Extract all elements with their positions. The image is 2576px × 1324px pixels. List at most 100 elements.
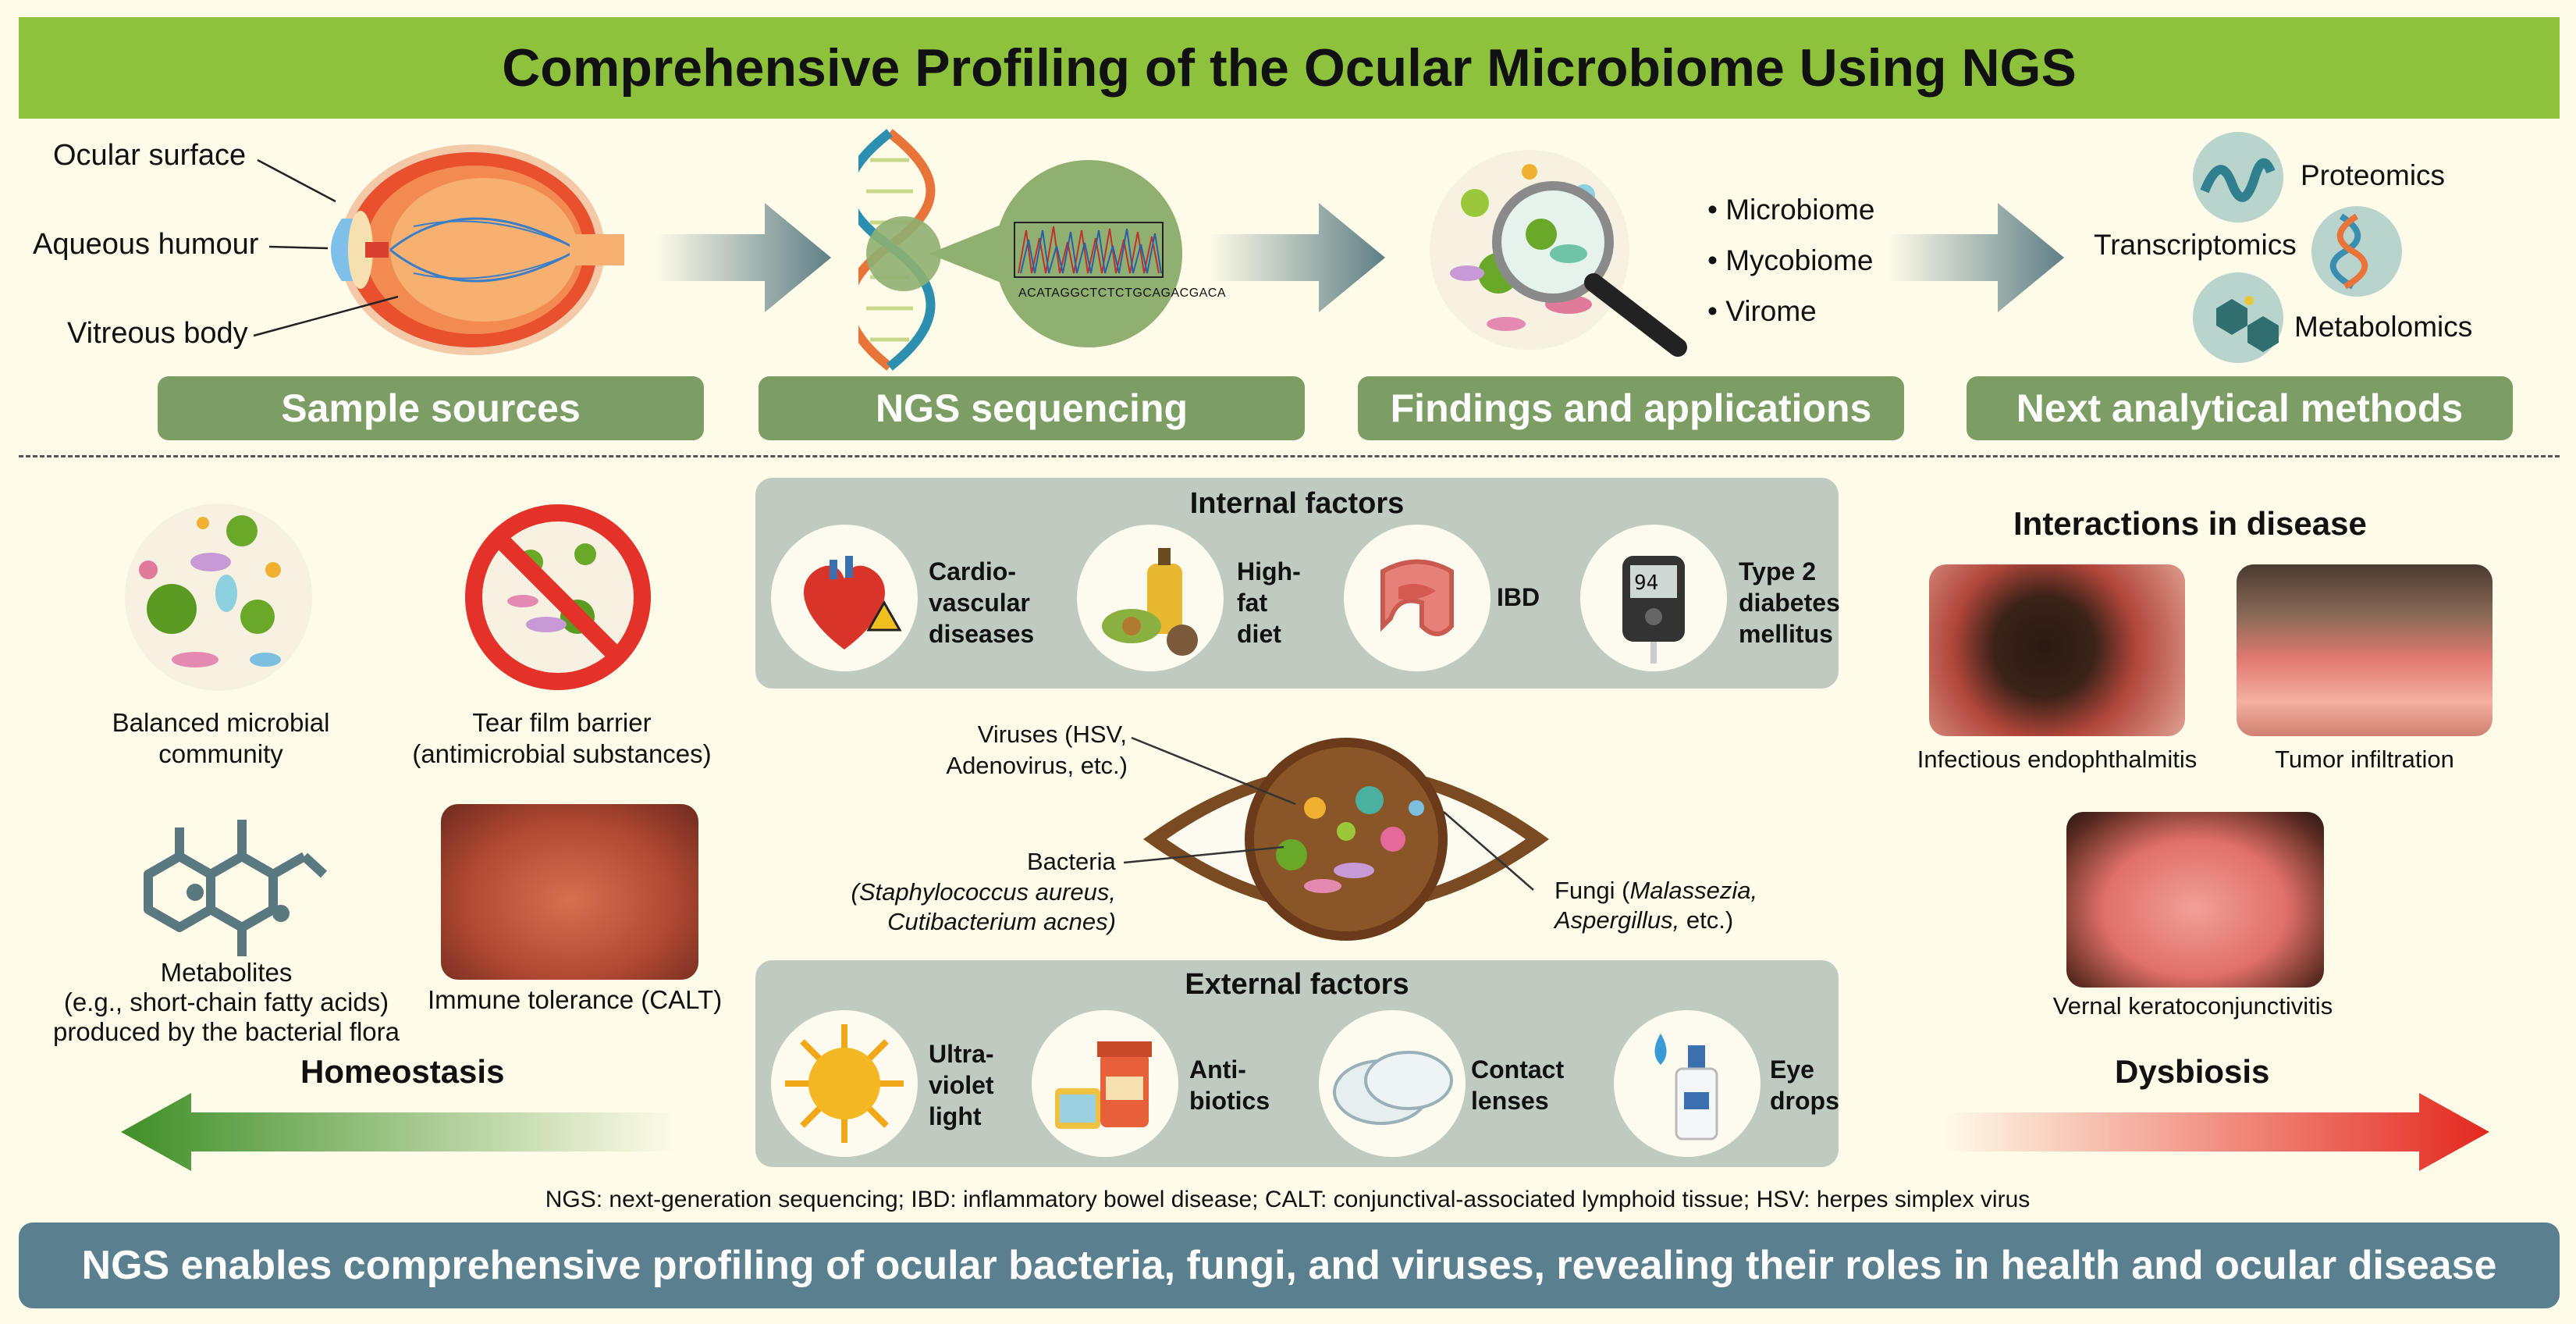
external-uv-line-3: light — [929, 1102, 982, 1130]
eye-anatomy-illustration — [331, 144, 624, 355]
internal-diet-label: High- fat diet — [1237, 556, 1301, 650]
center-eye-illustration — [1143, 738, 1549, 941]
viruses-line-2: Adenovirus, etc.) — [946, 752, 1128, 779]
fungi-malassezia: Malassezia, — [1629, 877, 1758, 904]
external-uv-label: Ultra- violet light — [929, 1038, 994, 1132]
endophthalmitis-label: Infectious endophthalmitis — [1917, 746, 2198, 773]
bacteria-label: Bacteria — [1027, 848, 1116, 875]
high-fat-diet-icon — [1077, 525, 1224, 671]
finding-virome: • Virome — [1707, 295, 1817, 327]
external-drops-line-2: drops — [1770, 1087, 1839, 1115]
external-antibiotics-line-1: Anti- — [1189, 1055, 1246, 1084]
step-next-methods: Next analytical methods — [1967, 376, 2513, 440]
finding-mycobiome: • Mycobiome — [1707, 244, 1874, 276]
tumor-infiltration-label: Tumor infiltration — [2275, 746, 2454, 773]
external-uv-line-2: violet — [929, 1071, 994, 1099]
internal-cardio-line-2: vascular — [929, 589, 1030, 617]
tear-film-label-2: (antimicrobial substances) — [412, 739, 712, 768]
bacteria-species-1: (Staphylococcus aureus, — [851, 878, 1116, 906]
external-antibiotics-label: Anti- biotics — [1189, 1054, 1270, 1116]
microbes-magnifier-illustration — [1430, 150, 1687, 357]
internal-diabetes-line-3: mellitus — [1739, 620, 1833, 648]
glucose-reading: 94 — [1634, 571, 1659, 595]
abbreviations-footnote: NGS: next-generation sequencing; IBD: in… — [545, 1187, 2031, 1212]
internal-diet-line-3: diet — [1237, 620, 1281, 648]
transcriptomics-icon — [2311, 206, 2402, 297]
step-arrow-1 — [656, 203, 831, 312]
step-arrow-2 — [1210, 203, 1385, 312]
tear-film-label-1: Tear film barrier — [472, 708, 652, 737]
external-drops-line-1: Eye — [1770, 1055, 1814, 1084]
bacteria-species-2: Cutibacterium acnes) — [887, 908, 1116, 935]
internal-ibd-label: IBD — [1497, 583, 1540, 611]
internal-diet-line-2: fat — [1237, 589, 1268, 617]
internal-diabetes-line-2: diabetes — [1739, 589, 1840, 617]
homeostasis-label: Homeostasis — [300, 1053, 505, 1090]
sequence-text: ACATAGGCTCTCTGCAGACGACA — [1018, 287, 1227, 300]
tumor-infiltration-photo — [2237, 564, 2493, 736]
metabolites-label-1: Metabolites — [160, 958, 293, 987]
balanced-label-2: community — [158, 739, 283, 768]
internal-diabetes-line-1: Type 2 — [1739, 557, 1816, 585]
sun-icon — [771, 1010, 918, 1157]
finding-microbiome: • Microbiome — [1707, 194, 1875, 226]
viruses-line-1: Viruses (HSV, — [977, 721, 1127, 748]
heart-icon — [771, 525, 918, 671]
step-arrow-3 — [1888, 203, 2064, 312]
conclusion-text: NGS enables comprehensive profiling of o… — [81, 1243, 2497, 1288]
external-contacts-line-2: lenses — [1471, 1087, 1549, 1115]
immune-tolerance-label: Immune tolerance (CALT) — [428, 985, 723, 1014]
label-vitreous-body: Vitreous body — [67, 317, 248, 350]
external-antibiotics-line-2: biotics — [1189, 1087, 1270, 1115]
page-title: Comprehensive Profiling of the Ocular Mi… — [502, 38, 2077, 98]
vernal-keratoconjunctivitis-label: Vernal keratoconjunctivitis — [2052, 992, 2333, 1020]
balanced-community-illustration — [125, 504, 312, 691]
eye-label-leaders — [253, 158, 399, 337]
endophthalmitis-photo — [1929, 564, 2185, 736]
tear-film-barrier-illustration — [465, 504, 651, 690]
fungi-label-line-1: Fungi (Malassezia, — [1554, 874, 1757, 907]
fungi-aspergillus: Aspergillus, — [1554, 906, 1680, 934]
internal-cardio-line-1: Cardio- — [929, 557, 1016, 585]
label-ocular-surface: Ocular surface — [53, 139, 247, 172]
internal-diet-line-1: High- — [1237, 557, 1301, 585]
external-contacts-line-1: Contact — [1471, 1055, 1565, 1084]
external-contacts-label: Contact lenses — [1471, 1054, 1564, 1116]
step-ngs-sequencing: NGS sequencing — [759, 376, 1305, 440]
metabolites-label-3: produced by the bacterial flora — [53, 1017, 400, 1046]
contact-lens-icon — [1319, 1010, 1466, 1157]
fungi-suffix: etc.) — [1679, 906, 1734, 934]
external-drops-label: Eye drops — [1770, 1054, 1839, 1116]
label-metabolomics: Metabolomics — [2294, 311, 2473, 343]
homeostasis-arrow — [121, 1093, 675, 1171]
dna-sequencing-illustration — [858, 129, 1182, 371]
label-aqueous-humour: Aqueous humour — [33, 228, 259, 261]
internal-cardio-line-3: diseases — [929, 620, 1035, 648]
dysbiosis-label: Dysbiosis — [2115, 1053, 2270, 1090]
label-transcriptomics: Transcriptomics — [2094, 229, 2297, 261]
immune-tolerance-photo — [441, 804, 698, 980]
metabolites-label-2: (e.g., short-chain fatty acids) — [63, 988, 389, 1016]
balanced-label-1: Balanced microbial — [112, 708, 330, 737]
viruses-label: Viruses (HSV, — [961, 720, 1127, 749]
internal-factors-title: Internal factors — [1189, 487, 1405, 520]
section-divider — [19, 455, 2560, 457]
metabolite-molecule-icon — [144, 820, 328, 956]
eye-drops-icon — [1614, 1010, 1761, 1157]
omics-illustration — [2193, 132, 2283, 363]
internal-cardio-label: Cardio- vascular diseases — [929, 556, 1034, 650]
external-factors-title: External factors — [1185, 968, 1409, 1001]
intestine-icon — [1344, 525, 1491, 671]
disease-title: Interactions in disease — [2013, 505, 2367, 542]
glucose-meter-icon — [1580, 525, 1727, 671]
label-proteomics: Proteomics — [2301, 159, 2446, 191]
fungi-prefix: Fungi ( — [1554, 877, 1630, 904]
vernal-keratoconjunctivitis-photo — [2066, 812, 2324, 988]
title-bar: Comprehensive Profiling of the Ocular Mi… — [19, 17, 2560, 119]
external-uv-line-1: Ultra- — [929, 1040, 994, 1068]
antibiotics-icon — [1032, 1010, 1178, 1157]
step-findings-applications: Findings and applications — [1358, 376, 1904, 440]
step-sample-sources: Sample sources — [158, 376, 704, 440]
conclusion-banner: NGS enables comprehensive profiling of o… — [19, 1223, 2560, 1308]
